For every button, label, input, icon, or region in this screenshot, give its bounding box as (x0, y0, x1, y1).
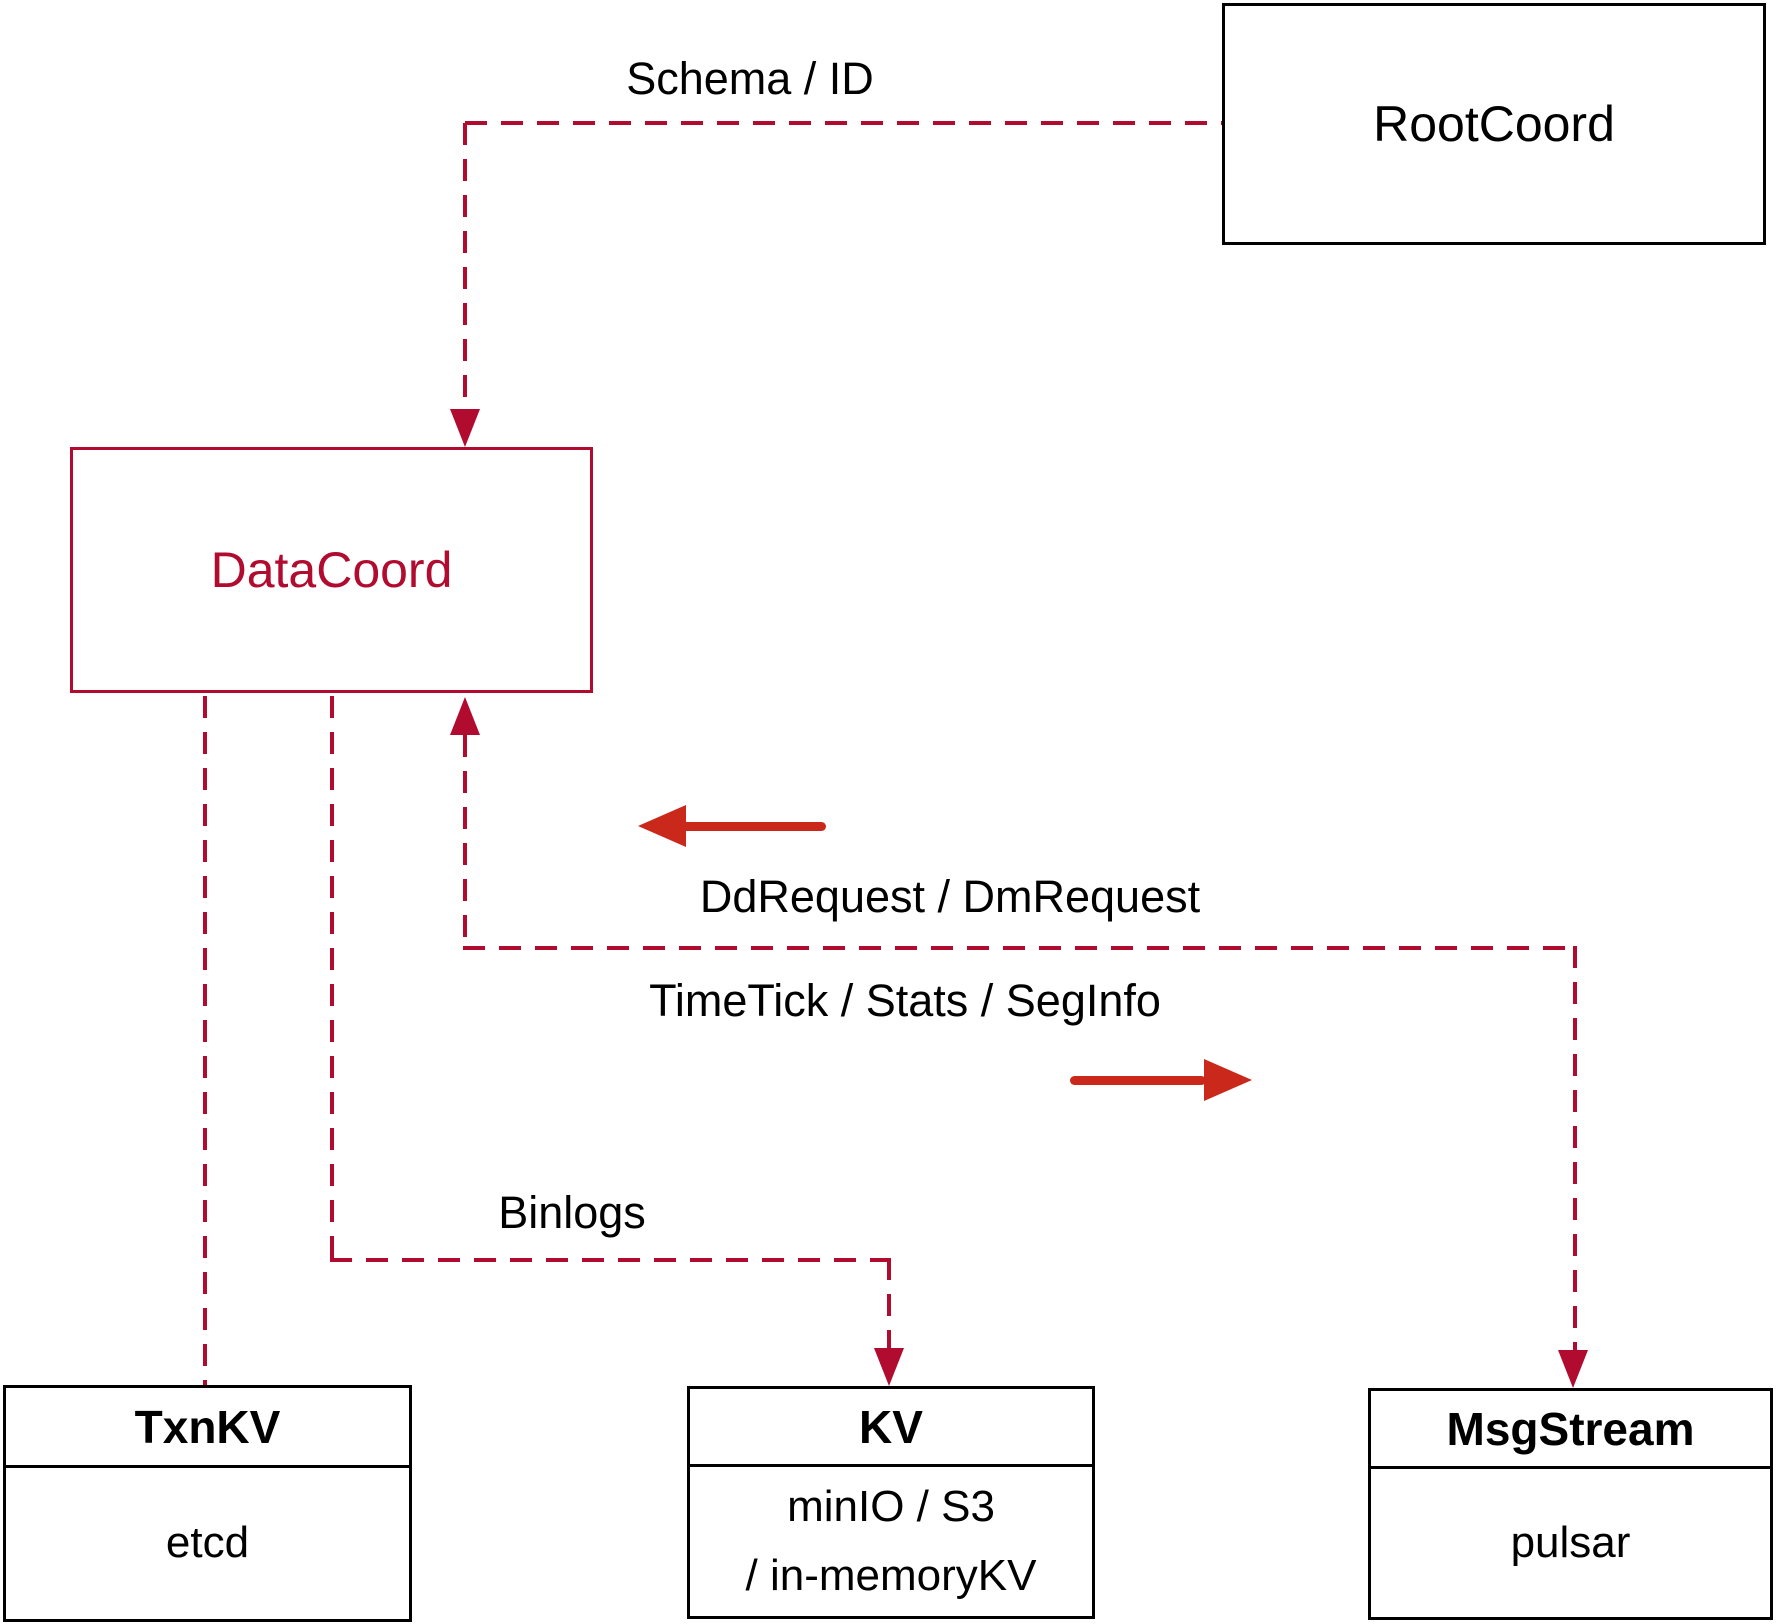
label-ddrequest-dmrequest: DdRequest / DmRequest (699, 871, 1201, 922)
edge-schema-id-hline (465, 121, 1222, 125)
edge-binlogs-vline-1 (330, 696, 334, 1260)
node-kv-title: KV (690, 1389, 1092, 1467)
edge-datacoord-txnkv-vline (203, 696, 207, 1385)
edge-bus-vline-left (463, 735, 467, 946)
node-datacoord-label: DataCoord (210, 542, 453, 598)
arrowhead-into-msgstream-top (1558, 1350, 1588, 1388)
edge-schema-id-vline (463, 123, 467, 409)
label-timetick-stats-seginfo: TimeTick / Stats / SegInfo (649, 975, 1161, 1026)
label-binlogs: Binlogs (498, 1187, 646, 1238)
edge-binlogs-hline (330, 1258, 889, 1262)
node-kv-body-line1: minIO / S3 (787, 1482, 995, 1532)
node-kv-body-line2: / in-memoryKV (745, 1550, 1037, 1600)
node-txnkv-title: TxnKV (6, 1388, 409, 1468)
node-msgstream: MsgStream pulsar (1368, 1388, 1773, 1620)
node-kv: KV minIO / S3 / in-memoryKV (687, 1386, 1095, 1619)
node-txnkv: TxnKV etcd (3, 1385, 412, 1622)
node-kv-body: minIO / S3 / in-memoryKV (690, 1467, 1092, 1616)
node-datacoord: DataCoord (70, 447, 593, 693)
left-arrow-icon (638, 805, 686, 847)
arrowhead-into-kv-top (874, 1348, 904, 1386)
node-rootcoord: RootCoord (1222, 3, 1766, 245)
right-arrow-icon (1204, 1059, 1252, 1101)
edge-binlogs-vline-2 (887, 1258, 891, 1348)
node-msgstream-title: MsgStream (1371, 1391, 1770, 1469)
node-txnkv-body: etcd (165, 1518, 250, 1568)
label-schema-id: Schema / ID (626, 53, 874, 104)
node-msgstream-body: pulsar (1510, 1517, 1631, 1567)
left-arrow-shaft (680, 822, 826, 831)
edge-bus-hline (463, 946, 1575, 950)
arrowhead-into-datacoord-top (450, 409, 480, 447)
node-rootcoord-label: RootCoord (1373, 96, 1615, 152)
right-arrow-shaft (1070, 1076, 1206, 1085)
arrowhead-into-datacoord-bottom (450, 697, 480, 735)
edge-bus-vline-right (1573, 946, 1577, 1350)
